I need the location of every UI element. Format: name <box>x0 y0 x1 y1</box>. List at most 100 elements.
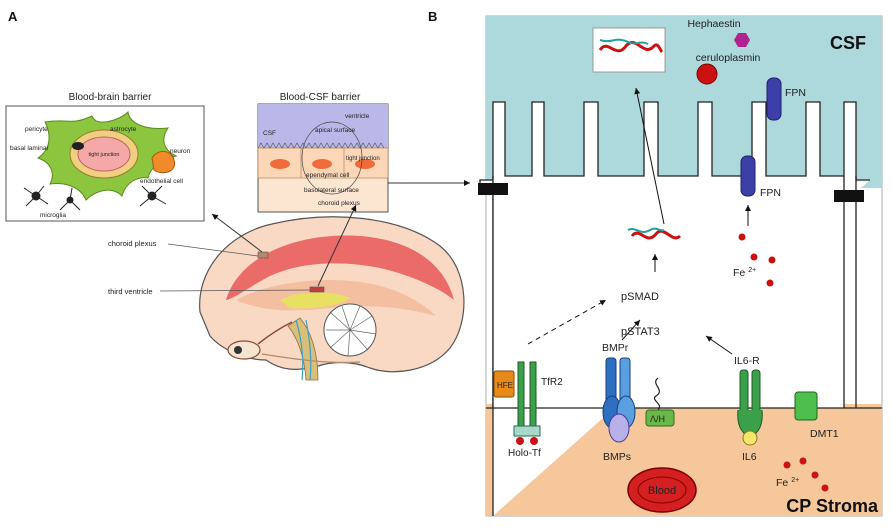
tfr2-base <box>513 425 541 437</box>
fe-bottom-dot-1 <box>783 461 791 469</box>
bbb-label-microglia: microglia <box>40 212 66 219</box>
blood-label: Blood <box>648 485 676 497</box>
blood-cell-inner <box>637 476 687 504</box>
bcsf-label-ventricle: ventricle <box>345 113 370 120</box>
holotf-dot-1 <box>516 437 524 445</box>
hephaestin-label: Hephaestin <box>687 18 740 30</box>
ceruloplasmin-label: ceruloplasmin <box>696 52 761 64</box>
fpn-top-shape <box>766 77 782 121</box>
bcsf-title: Blood-CSF barrier <box>280 92 361 103</box>
il6-ligand <box>742 430 758 446</box>
hfe-shape <box>493 370 515 398</box>
fe-mid-dot-2 <box>750 253 758 261</box>
bmpr-label: BMPr <box>602 342 629 354</box>
hepcidin-chain-red <box>598 41 664 54</box>
label-third-ventricle: third ventricle <box>108 287 153 296</box>
tfr2-right <box>529 361 537 431</box>
il6r-label: IL6-R <box>734 355 760 367</box>
hfe-label: HFE <box>497 381 513 390</box>
ependymal-nucleus-1 <box>270 159 290 169</box>
bcsf-label-choroid-plexus: choroid plexus <box>318 200 361 207</box>
arrow-il6r-to-pstat3 <box>705 335 733 355</box>
arrow-to-bbb <box>211 213 263 253</box>
brain-illustration: choroid plexus third ventricle <box>108 216 465 381</box>
ependymal-nucleus-3 <box>355 159 375 169</box>
cerebellum-folds <box>326 305 377 357</box>
fe-mid-dot-4 <box>766 279 774 287</box>
fe-mid-dot-1 <box>738 233 746 241</box>
pointer-choroid-plexus <box>167 243 259 257</box>
magnify-circle <box>301 121 363 195</box>
arrow-to-bcsf <box>317 204 357 287</box>
csf-label: CSF <box>830 33 866 53</box>
hjv-tether <box>654 377 660 411</box>
ceruloplasmin-shape <box>696 63 718 85</box>
brain-base <box>261 353 361 364</box>
fpn-mid-shape <box>740 155 756 197</box>
bbb-label-tight-junction: tight junction <box>89 152 120 158</box>
bcsf-label-csf: CSF <box>263 130 276 137</box>
bcsf-ventricle-region <box>258 104 388 148</box>
fe-mid-dot-3 <box>768 256 776 264</box>
hephaestin-shape <box>734 33 750 47</box>
label-choroid-plexus: choroid plexus <box>108 239 157 248</box>
fpn-mid-label: FPN <box>760 187 781 199</box>
tight-junction-right <box>834 190 864 202</box>
pstat3-label: pSTAT3 <box>621 326 660 338</box>
bcsf-label-tight-junction: tight junction <box>346 156 380 162</box>
bbb-label-neuron: neuron <box>170 148 191 155</box>
fpn-top-label: FPN <box>785 87 806 99</box>
fe-bottom-dot-2 <box>799 457 807 465</box>
arrow-hepcidin-secretion <box>634 87 665 225</box>
holotf-label: Holo-Tf <box>508 448 541 459</box>
lumen <box>77 136 131 172</box>
choroid-plexus-marker <box>257 251 269 259</box>
third-ventricle-marker <box>309 286 325 293</box>
tfr2-left <box>517 361 525 431</box>
bbb-label-astrocyte: astrocyte <box>110 126 137 133</box>
thalamus <box>280 292 350 309</box>
stroma-label: CP Stroma <box>786 496 879 516</box>
tight-junction-left <box>478 183 508 195</box>
csf-region <box>486 16 882 188</box>
panel-a-label: A <box>8 9 18 24</box>
hepcidin-chain-teal <box>599 38 649 45</box>
holotf-dot-2 <box>530 437 538 445</box>
bcsf-label-basolateral-surface: basolateral surface <box>304 187 359 194</box>
dmt1-shape <box>794 391 818 421</box>
hepcidin-intracellular-red <box>630 229 682 240</box>
neuron-shape <box>151 151 176 174</box>
bcsf-label-ependymal-cell: ependymal cell <box>306 172 350 179</box>
arrow-tfr2-dashed <box>527 299 607 345</box>
hjv-shape <box>645 409 675 427</box>
cortex-band <box>226 235 454 300</box>
dmt1-label: DMT1 <box>810 428 839 440</box>
bbb-label-endothelial-cell: endothelial cell <box>140 178 184 185</box>
il6-label: IL6 <box>742 451 757 463</box>
optic-nerve <box>257 321 293 345</box>
hjv-label: Λ/H <box>650 414 665 424</box>
bbb-label-basal-laminar: basal laminar <box>10 145 49 152</box>
pericyte-nucleus <box>72 142 84 150</box>
blood-cell <box>627 467 697 513</box>
bcsf-label-apical-surface: apical surface <box>315 127 355 134</box>
hepcidin-box <box>592 27 666 73</box>
microvilli <box>257 142 385 149</box>
pupil <box>234 346 242 354</box>
fe-bottom-dot-3 <box>811 471 819 479</box>
bmps-label: BMPs <box>603 451 631 463</box>
bbb-title: Blood-brain barrier <box>69 92 152 103</box>
fe-bottom-dot-4 <box>821 484 829 492</box>
bcsf-inset: Blood-CSF barrier ventricle CSF apical s… <box>257 92 389 213</box>
ependymal-nucleus-2 <box>312 159 332 169</box>
microglia-shapes <box>23 185 167 211</box>
bbb-label-pericyte: pericyte <box>25 126 48 133</box>
cell-interior <box>493 178 844 408</box>
spinal-canal <box>295 319 312 381</box>
pointer-third-ventricle <box>159 289 311 292</box>
hepcidin-intracellular-teal <box>627 227 665 233</box>
bmp-ligand <box>608 413 630 443</box>
arrow-bmpr-to-psmad <box>621 319 641 341</box>
tfr2-label: TfR2 <box>541 377 563 388</box>
